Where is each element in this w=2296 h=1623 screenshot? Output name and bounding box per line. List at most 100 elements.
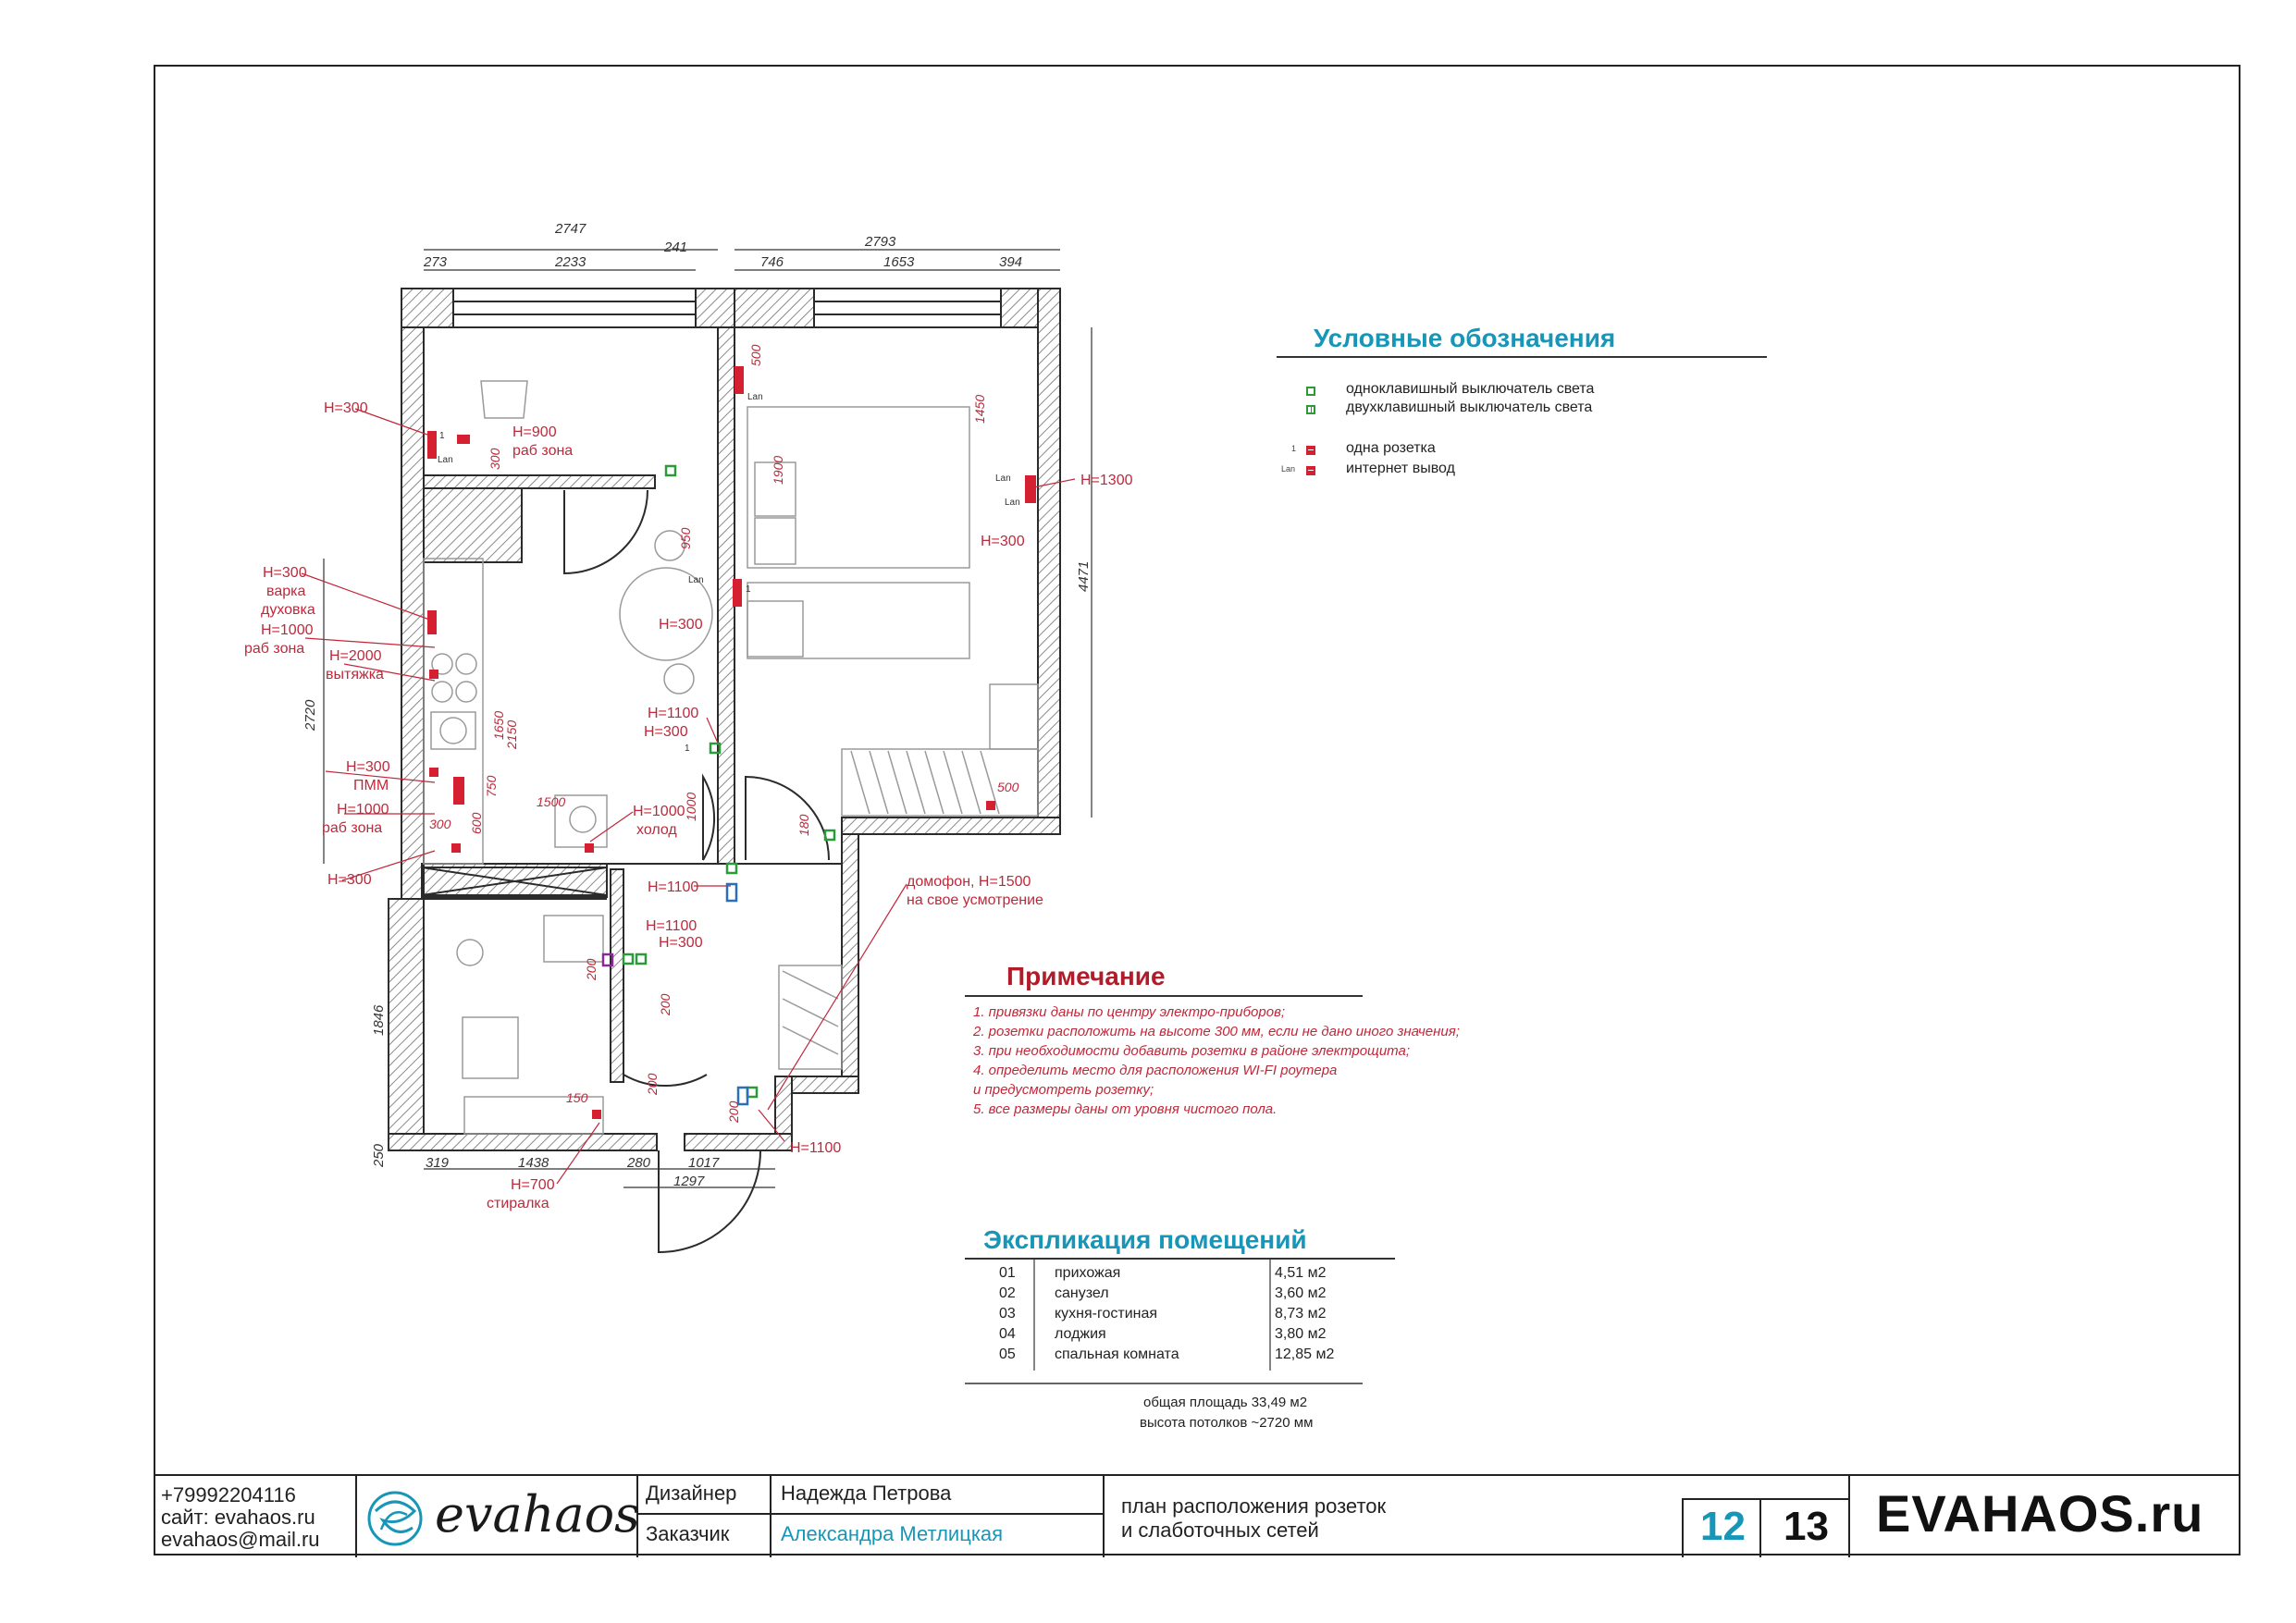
inner-dim: 200 bbox=[726, 1100, 741, 1124]
socket-icon bbox=[427, 610, 437, 634]
ceiling-height: высота потолков ~2720 мм bbox=[1140, 1415, 1314, 1431]
annot-label: H=300 bbox=[644, 724, 688, 740]
socket-tag: Lan bbox=[995, 473, 1011, 484]
socket-icon bbox=[734, 366, 744, 394]
note-line: 3. при необходимости добавить розетки в … bbox=[973, 1043, 1411, 1059]
room-area: 3,80 м2 bbox=[1275, 1326, 1327, 1342]
wardrobe bbox=[841, 748, 1039, 817]
note-line: 4. определить место для расположения WI-… bbox=[973, 1063, 1338, 1078]
sheet-title-line-1: план расположения розеток bbox=[1121, 1494, 1387, 1518]
inner-dim-texts: 300 1900 1450 500 950 2150 1650 750 600 … bbox=[429, 344, 1019, 1124]
socket-icon bbox=[1306, 446, 1315, 455]
single-switch-icon bbox=[1306, 387, 1315, 396]
inner-dim: 750 bbox=[484, 775, 499, 797]
single-switch-icon bbox=[635, 953, 648, 965]
socket-icon bbox=[429, 670, 438, 679]
annot-label: H=1000 bbox=[337, 802, 389, 818]
inner-dim: 1500 bbox=[537, 794, 565, 809]
room-number: 05 bbox=[999, 1346, 1016, 1362]
annot-label: H=1000 bbox=[261, 622, 314, 638]
room-number: 02 bbox=[999, 1285, 1016, 1301]
bath-sink bbox=[543, 915, 604, 963]
wall-top-mid2-pier bbox=[734, 288, 815, 328]
annot-label: раб зона bbox=[512, 443, 573, 459]
dim-bottom: 1438 bbox=[518, 1155, 549, 1171]
socket-tag: Lan bbox=[438, 455, 453, 465]
socket-tag: Lan bbox=[747, 392, 763, 402]
annot-label: H=300 bbox=[324, 400, 368, 416]
toilet bbox=[462, 1016, 519, 1079]
loggia-chair bbox=[480, 380, 528, 419]
inner-dim: 1450 bbox=[972, 395, 987, 424]
inner-dim: 180 bbox=[796, 814, 811, 836]
intercom-icon bbox=[725, 882, 738, 903]
total-area: общая площадь 33,49 м2 bbox=[1143, 1395, 1308, 1410]
dim-top: 2233 bbox=[554, 254, 586, 270]
doors bbox=[563, 489, 830, 1254]
room-area: 12,85 м2 bbox=[1275, 1346, 1335, 1362]
note-line: 5. все размеры даны от уровня чистого по… bbox=[973, 1101, 1278, 1117]
socket-icon bbox=[451, 843, 461, 853]
room-number: 03 bbox=[999, 1306, 1016, 1322]
annot-label: H=300 bbox=[659, 935, 703, 951]
hall-wardrobe bbox=[778, 965, 843, 1070]
dim-left: 1846 bbox=[371, 1004, 387, 1036]
socket-icon bbox=[986, 801, 995, 810]
contact-website: сайт: evahaos.ru bbox=[161, 1506, 315, 1529]
socket-tag: 1 bbox=[685, 744, 690, 754]
single-switch-icon bbox=[622, 953, 635, 965]
walls bbox=[388, 288, 1061, 1151]
annot-label: духовка bbox=[261, 602, 315, 618]
wall-top-left-pier bbox=[401, 288, 454, 328]
wall-loggia-jamb bbox=[423, 487, 523, 563]
bed bbox=[747, 406, 970, 569]
dim-bottom: 1017 bbox=[688, 1155, 720, 1171]
annot-label: H=900 bbox=[512, 424, 557, 440]
socket-icon bbox=[457, 435, 470, 444]
notes-divider bbox=[965, 995, 1363, 997]
door-bedroom bbox=[745, 775, 830, 861]
client-name: Александра Метлицкая bbox=[781, 1522, 1004, 1545]
dim-top: 746 bbox=[760, 254, 784, 270]
annot-label: варка bbox=[266, 584, 305, 599]
desk bbox=[747, 582, 970, 659]
wall-partition bbox=[717, 326, 735, 865]
annot-label: домофон, H=1500 bbox=[907, 874, 1031, 890]
socket-tag: Lan bbox=[1005, 498, 1020, 508]
inner-dim: 200 bbox=[645, 1073, 660, 1096]
site-name: EVAHAOS.ru bbox=[1876, 1484, 2204, 1543]
washing-machine bbox=[463, 1096, 604, 1135]
inner-dim: 1650 bbox=[491, 711, 506, 740]
inner-dim: 200 bbox=[584, 958, 599, 981]
socket-icon bbox=[585, 843, 594, 853]
dim-top: 241 bbox=[663, 240, 687, 255]
annot-label: H=1300 bbox=[1080, 473, 1133, 488]
room-area: 3,60 м2 bbox=[1275, 1285, 1327, 1301]
lan-outlet-icon bbox=[1306, 466, 1315, 475]
annot-label: раб зона bbox=[244, 641, 304, 657]
contact-email: evahaos@mail.ru bbox=[161, 1528, 320, 1551]
double-switch-icon bbox=[1306, 405, 1315, 414]
note-line: и предусмотреть розетку; bbox=[973, 1082, 1154, 1098]
socket-icon bbox=[429, 768, 438, 777]
dim-top: 1653 bbox=[883, 254, 915, 270]
shower-drain bbox=[456, 939, 484, 966]
client-label: Заказчик bbox=[646, 1522, 730, 1545]
inner-dim: 150 bbox=[566, 1090, 588, 1105]
annot-label: H=1100 bbox=[648, 879, 698, 895]
explication-divider bbox=[965, 1258, 1395, 1260]
annot-label: на свое усмотрение bbox=[907, 892, 1043, 908]
room-number: 01 bbox=[999, 1265, 1016, 1281]
annot-label: ПММ bbox=[353, 778, 389, 793]
socket-icon bbox=[733, 579, 742, 607]
single-switch-icon bbox=[823, 829, 836, 842]
legend-item-tag: 1 bbox=[1291, 444, 1297, 453]
room-area: 8,73 м2 bbox=[1275, 1306, 1327, 1322]
sheet-title-line-2: и слаботочных сетей bbox=[1121, 1518, 1319, 1542]
inner-dim: 950 bbox=[678, 527, 693, 549]
door-loggia bbox=[563, 489, 648, 575]
inner-dim: 500 bbox=[748, 344, 763, 366]
windows bbox=[452, 288, 1002, 328]
sheet-number: 12 bbox=[1700, 1504, 1746, 1549]
